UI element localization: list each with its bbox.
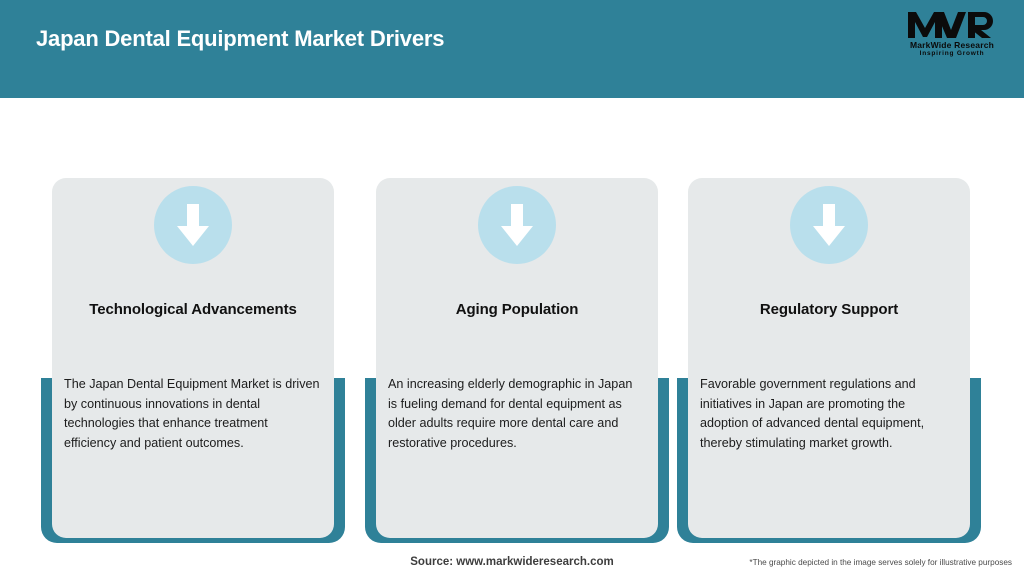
card-heading: Technological Advancements [89,301,297,318]
card-panel: Technological Advancements The Japan Den… [52,178,334,538]
down-arrow-glyph [813,204,845,246]
driver-card: Regulatory Support Favorable government … [676,130,981,545]
down-arrow-icon [790,186,868,264]
card-panel: Aging Population An increasing elderly d… [376,178,658,538]
page-header: Japan Dental Equipment Market Drivers Ma… [0,0,1024,98]
card-body-text: The Japan Dental Equipment Market is dri… [64,377,320,450]
mwr-logo-icon [908,12,993,38]
card-panel: Regulatory Support Favorable government … [688,178,970,538]
card-body-text: An increasing elderly demographic in Jap… [388,377,633,450]
page-title: Japan Dental Equipment Market Drivers [36,26,445,51]
card-heading: Regulatory Support [759,301,899,318]
disclaimer-label: *The graphic depicted in the image serve… [749,558,1012,567]
source-label: Source: www.markwideresearch.com [410,556,614,568]
down-arrow-icon [154,186,232,264]
brand-logo: MarkWide Research Inspiring Growth [898,8,1006,66]
driver-card: Aging Population An increasing elderly d… [364,130,669,545]
down-arrow-icon [478,186,556,264]
logo-name: MarkWide Research [909,40,995,50]
down-arrow-glyph [501,204,533,246]
logo-tagline: Inspiring Growth [919,50,985,58]
down-arrow-glyph [177,204,209,246]
driver-card: Technological Advancements The Japan Den… [40,130,345,545]
card-body-text: Favorable government regulations and ini… [700,377,925,450]
card-heading: Aging Population [455,301,579,318]
